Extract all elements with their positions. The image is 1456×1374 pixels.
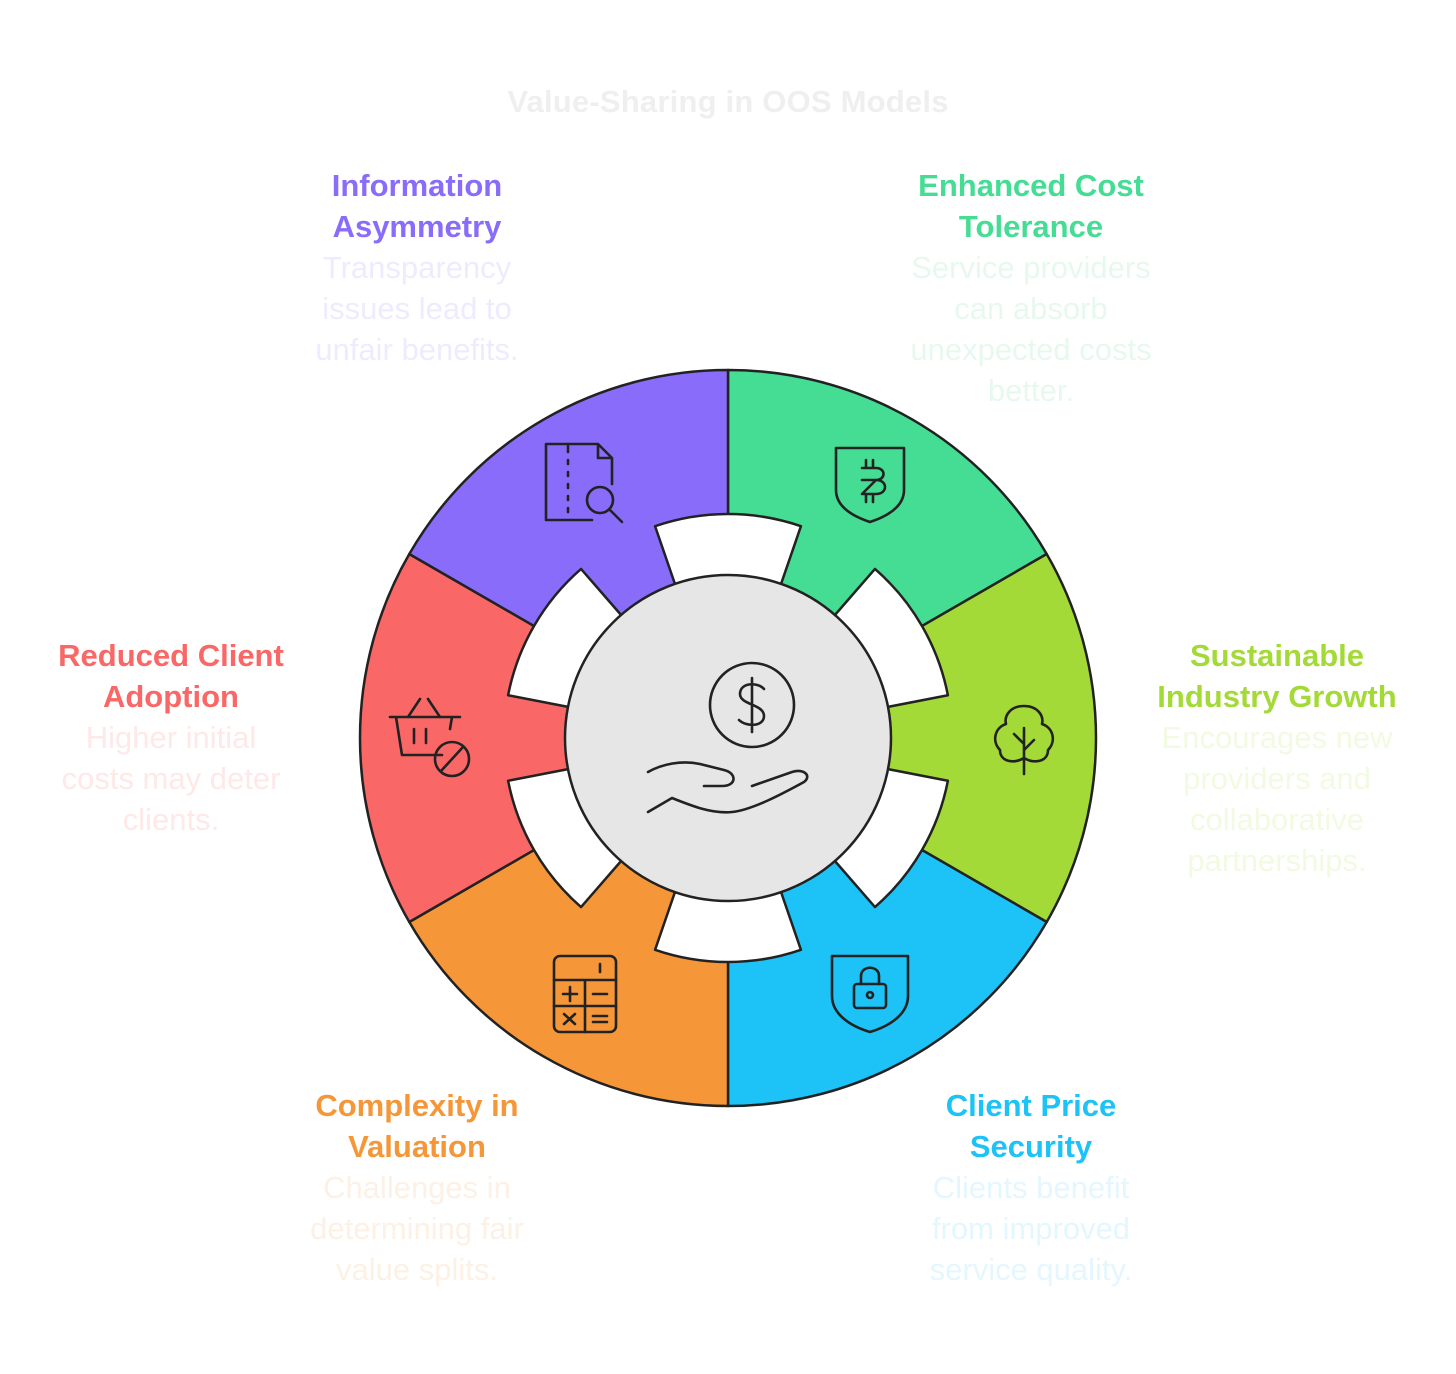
label-enhanced-cost-tolerance: Enhanced Cost Tolerance Service provider…: [866, 165, 1196, 411]
segment-heading: Reduced Client Adoption: [58, 638, 284, 714]
segment-sustainable-industry-growth: [726, 552, 1098, 924]
label-information-asymmetry: Information Asymmetry Transparency issue…: [252, 165, 582, 370]
segment-reduced-client-adoption: [358, 552, 730, 924]
segment-heading: Enhanced Cost Tolerance: [918, 168, 1144, 244]
label-complexity-in-valuation: Complexity in Valuation Challenges in de…: [252, 1085, 582, 1290]
segment-description: Encourages new providers and collaborati…: [1161, 720, 1393, 878]
lock-shield-icon: [830, 954, 910, 1034]
bitcoin-shield-icon: [834, 446, 906, 524]
label-sustainable-industry-growth: Sustainable Industry Growth Encourages n…: [1112, 635, 1442, 881]
segment-description: Challenges in determining fair value spl…: [310, 1170, 524, 1287]
tree-icon: [993, 704, 1055, 776]
diagram-title: Value-Sharing in OOS Models: [507, 84, 949, 119]
segment-description: Transparency issues lead to unfair benef…: [315, 250, 519, 367]
segment-description: Clients benefit from improved service qu…: [929, 1170, 1133, 1287]
segment-heading: Client Price Security: [945, 1088, 1117, 1164]
segment-heading: Information Asymmetry: [331, 168, 503, 244]
label-reduced-client-adoption: Reduced Client Adoption Higher initial c…: [6, 635, 336, 840]
segment-description: Service providers can absorb unexpected …: [910, 250, 1152, 408]
segment-description: Higher initial costs may deter clients.: [61, 720, 281, 837]
hand-dollar-icon: [646, 661, 809, 814]
calculator-icon: [552, 954, 618, 1034]
segment-heading: Sustainable Industry Growth: [1157, 638, 1397, 714]
document-search-icon: [544, 442, 624, 524]
segment-heading: Complexity in Valuation: [315, 1088, 519, 1164]
basket-blocked-icon: [388, 697, 471, 778]
label-client-price-security: Client Price Security Clients benefit fr…: [866, 1085, 1196, 1290]
